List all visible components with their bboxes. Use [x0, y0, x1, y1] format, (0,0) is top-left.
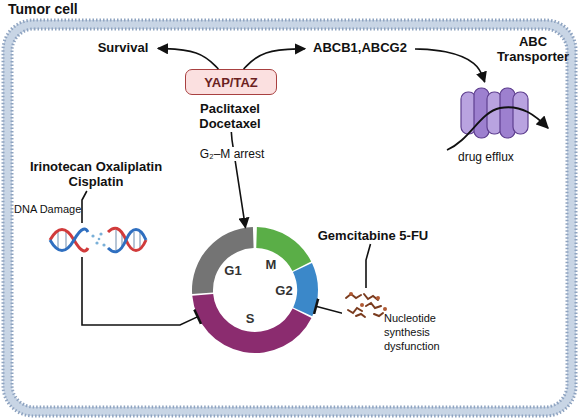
- membrane-outer: [3, 20, 576, 416]
- node-text: ABCB1,ABCG2: [313, 40, 407, 55]
- efflux-arrow: [447, 107, 548, 150]
- dna-backdrop: [46, 223, 150, 257]
- dna-strand: [50, 229, 88, 250]
- dna-strand: [50, 230, 88, 251]
- transporter-body: [461, 88, 528, 138]
- outcome-label: Survival: [88, 38, 158, 56]
- abc-transporter: ABC Transporter: [455, 82, 535, 144]
- inhibition-connector: [316, 244, 371, 314]
- node-text: Paclitaxel Docetaxel: [180, 101, 280, 131]
- arrow-connector: [415, 49, 485, 82]
- phase-label: S: [246, 311, 255, 326]
- transporter-label: ABC Transporter: [491, 34, 575, 64]
- phase-label: M: [266, 257, 277, 272]
- node-text: Gemcitabine 5-FU: [318, 228, 429, 243]
- ring-outline: [191, 226, 319, 354]
- dna-strand: [108, 230, 146, 252]
- phase-segment: [192, 294, 311, 353]
- dna-rungs: [58, 230, 140, 250]
- phase-segment: [256, 227, 311, 271]
- nucleotide-illustration: [342, 288, 390, 320]
- transporter-helix: [513, 92, 528, 134]
- transporter-outline: [455, 82, 535, 144]
- efflux-label: drug efflux: [458, 150, 514, 164]
- arrow-connector: [158, 48, 218, 69]
- arrow-connector: [244, 49, 305, 69]
- connectors: [82, 48, 485, 325]
- phase-label: G1: [224, 263, 241, 278]
- dna-illustration: [46, 223, 150, 257]
- phase-label: G2: [275, 283, 292, 298]
- protein-box: YAP/TAZ: [185, 69, 277, 95]
- dna-strand: [108, 228, 146, 250]
- drug-label: Gemcitabine 5-FU: [308, 226, 438, 244]
- membrane-inner: [12, 29, 567, 407]
- dna-fragments: [91, 232, 105, 246]
- inhibition-connector: [82, 191, 198, 325]
- node-text: Survival: [98, 40, 149, 55]
- process-label: DNA Damage: [14, 202, 78, 216]
- drug-label: Paclitaxel Docetaxel: [180, 100, 280, 132]
- cell-cycle-ring: G1 M G2S: [191, 226, 319, 354]
- nucleotide-dots: [349, 292, 387, 311]
- node-text: YAP/TAZ: [204, 75, 257, 90]
- nucleotide-backdrop: [342, 288, 390, 320]
- gene-label: ABCB1,ABCG2: [305, 38, 415, 56]
- arrow-connector: [231, 132, 245, 228]
- phase-segment: [293, 263, 318, 316]
- drug-label: Irinotecan Oxaliplatin Cisplatin: [10, 157, 182, 191]
- phase-segment: [192, 227, 254, 294]
- nucleotide-fragments: [346, 294, 383, 317]
- process-label: Nucleotide synthesis dysfunction: [384, 311, 480, 353]
- node-text: Irinotecan Oxaliplatin Cisplatin: [10, 159, 182, 189]
- process-label: G₂–M arrest: [198, 147, 267, 161]
- cell-title: Tumor cell: [8, 2, 78, 17]
